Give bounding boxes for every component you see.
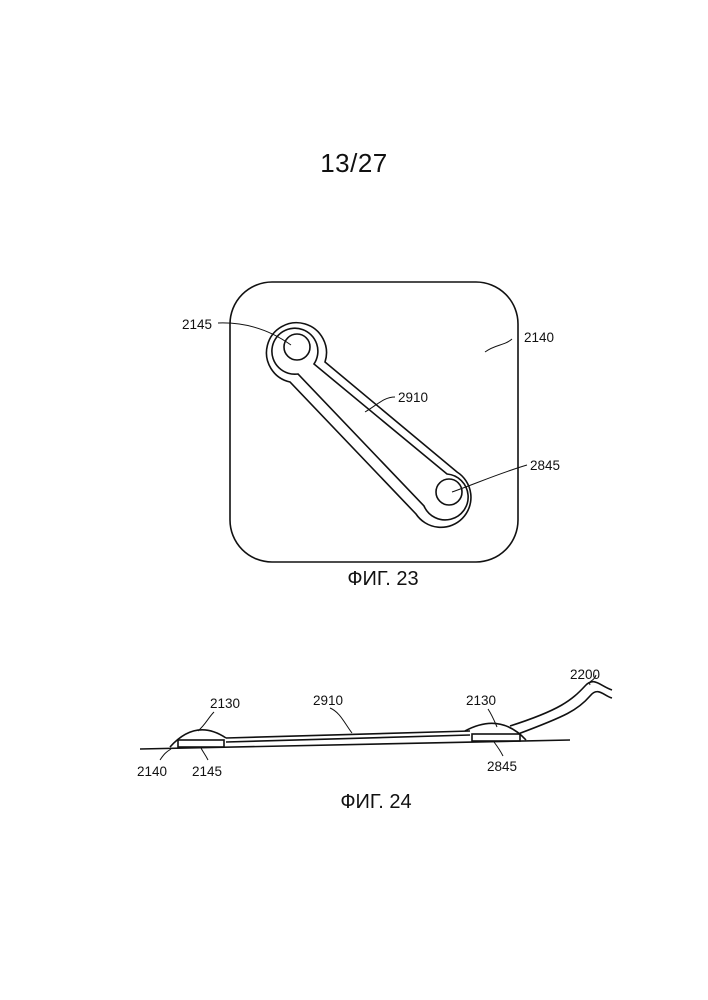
label-2140: 2140	[524, 330, 554, 345]
left-port-circle	[284, 334, 310, 360]
figure-24: 2200 2130 2910 2130 2140 2145 2845 ФИГ. …	[137, 667, 612, 813]
caption-fig-23: ФИГ. 23	[347, 568, 418, 590]
right-port-circle	[436, 479, 462, 505]
label-2130-left: 2130	[210, 696, 240, 711]
caption-fig-24: ФИГ. 24	[340, 791, 411, 813]
leader-2130-right	[488, 709, 497, 727]
pad-outline	[230, 282, 518, 562]
label-2140-f24: 2140	[137, 764, 167, 779]
label-2145: 2145	[182, 317, 212, 332]
label-2845-f24: 2845	[487, 759, 517, 774]
label-2910: 2910	[398, 390, 428, 405]
leader-2845-f24	[494, 742, 503, 756]
leader-2145-f24	[201, 748, 208, 760]
right-dome-cover	[465, 723, 526, 740]
leader-2140-f24	[160, 749, 171, 760]
leader-2130-left	[198, 712, 214, 731]
leader-2845	[452, 465, 527, 492]
label-2845: 2845	[530, 458, 560, 473]
label-2200: 2200	[570, 667, 600, 682]
label-2130-right: 2130	[466, 693, 496, 708]
left-port-rect	[178, 740, 224, 747]
leader-2910-f24	[330, 708, 352, 733]
tube-lower	[518, 692, 612, 734]
figure-23: 2145 2140 2910 2845 ФИГ. 23	[182, 282, 560, 590]
bridge-inner-contour	[272, 328, 468, 520]
bridge-strip-top	[226, 731, 470, 738]
leader-2140	[485, 339, 512, 352]
right-port-rect	[472, 734, 520, 741]
label-2145-f24: 2145	[192, 764, 222, 779]
bridge-outer-contour	[266, 323, 470, 528]
label-2910-f24: 2910	[313, 693, 343, 708]
tube-upper	[510, 682, 612, 726]
bridge-strip-bottom	[226, 735, 470, 742]
